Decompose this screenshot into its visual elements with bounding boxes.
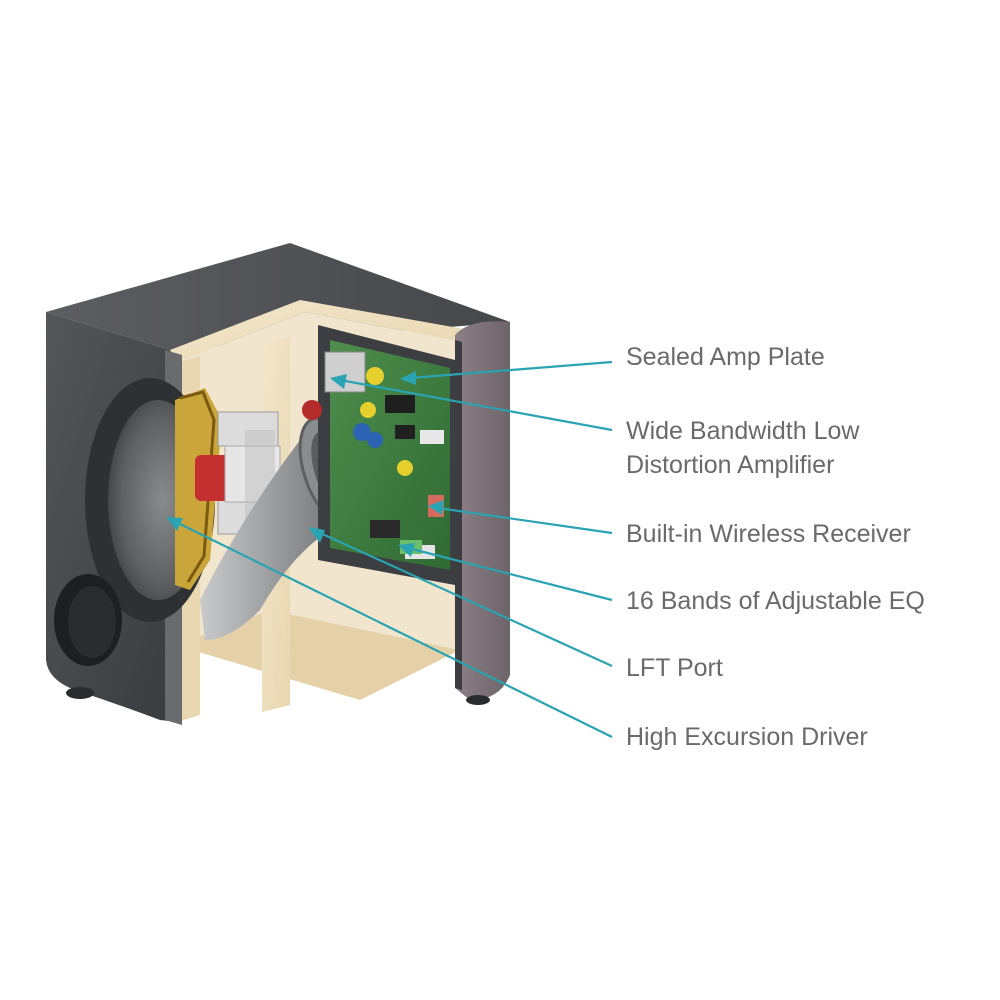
capacitor-blue-2: [367, 432, 383, 448]
callout-label-sealed-amp-plate: Sealed Amp Plate: [626, 343, 825, 371]
arrowhead-amplifier: [330, 374, 347, 389]
callout-lines: [175, 360, 613, 738]
arrowhead-driver: [166, 517, 183, 531]
driver-gasket-edge: [179, 390, 216, 583]
connector-1: [370, 520, 400, 538]
cabinet-top-cut: [170, 300, 470, 362]
chip-2: [395, 425, 415, 439]
callout-arrowheads: [166, 371, 444, 557]
foot-back: [466, 695, 490, 705]
callout-label-wireless-receiver: Built-in Wireless Receiver: [626, 520, 911, 548]
back-panel-edge: [455, 340, 462, 690]
arrowhead-lft-port: [308, 527, 325, 543]
capacitor-yellow-2: [360, 402, 376, 418]
arrowhead-sealed-amp-plate: [400, 371, 416, 385]
callout-label-eq: 16 Bands of Adjustable EQ: [626, 587, 925, 615]
connector-white: [420, 430, 444, 444]
capacitor-yellow-3: [397, 460, 413, 476]
capacitor-yellow-1: [366, 367, 384, 385]
chip-1: [385, 395, 415, 413]
callout-line-sealed-amp-plate: [409, 360, 613, 380]
cabinet-floor: [175, 610, 460, 700]
arrowhead-wireless-receiver: [428, 500, 444, 515]
cabinet-back-panel: [455, 321, 510, 700]
capacitor-red: [302, 400, 322, 420]
callout-line-lft-port: [317, 530, 613, 668]
callout-label-lft-port: LFT Port: [626, 654, 723, 682]
front-port-inner: [68, 586, 116, 658]
callout-line-wireless-receiver: [437, 506, 613, 535]
amp-pcb: [330, 340, 450, 570]
callout-line-amplifier: [339, 378, 613, 432]
transformer: [324, 351, 366, 393]
foot-front: [66, 687, 94, 699]
capacitor-blue-1: [353, 423, 371, 441]
callout-label-amplifier: Wide Bandwidth Low Distortion Amplifier: [626, 417, 860, 479]
arrowhead-eq: [398, 543, 415, 557]
callout-label-driver: High Excursion Driver: [626, 723, 868, 751]
callout-line-eq: [407, 546, 613, 602]
callout-line-driver: [175, 521, 613, 738]
